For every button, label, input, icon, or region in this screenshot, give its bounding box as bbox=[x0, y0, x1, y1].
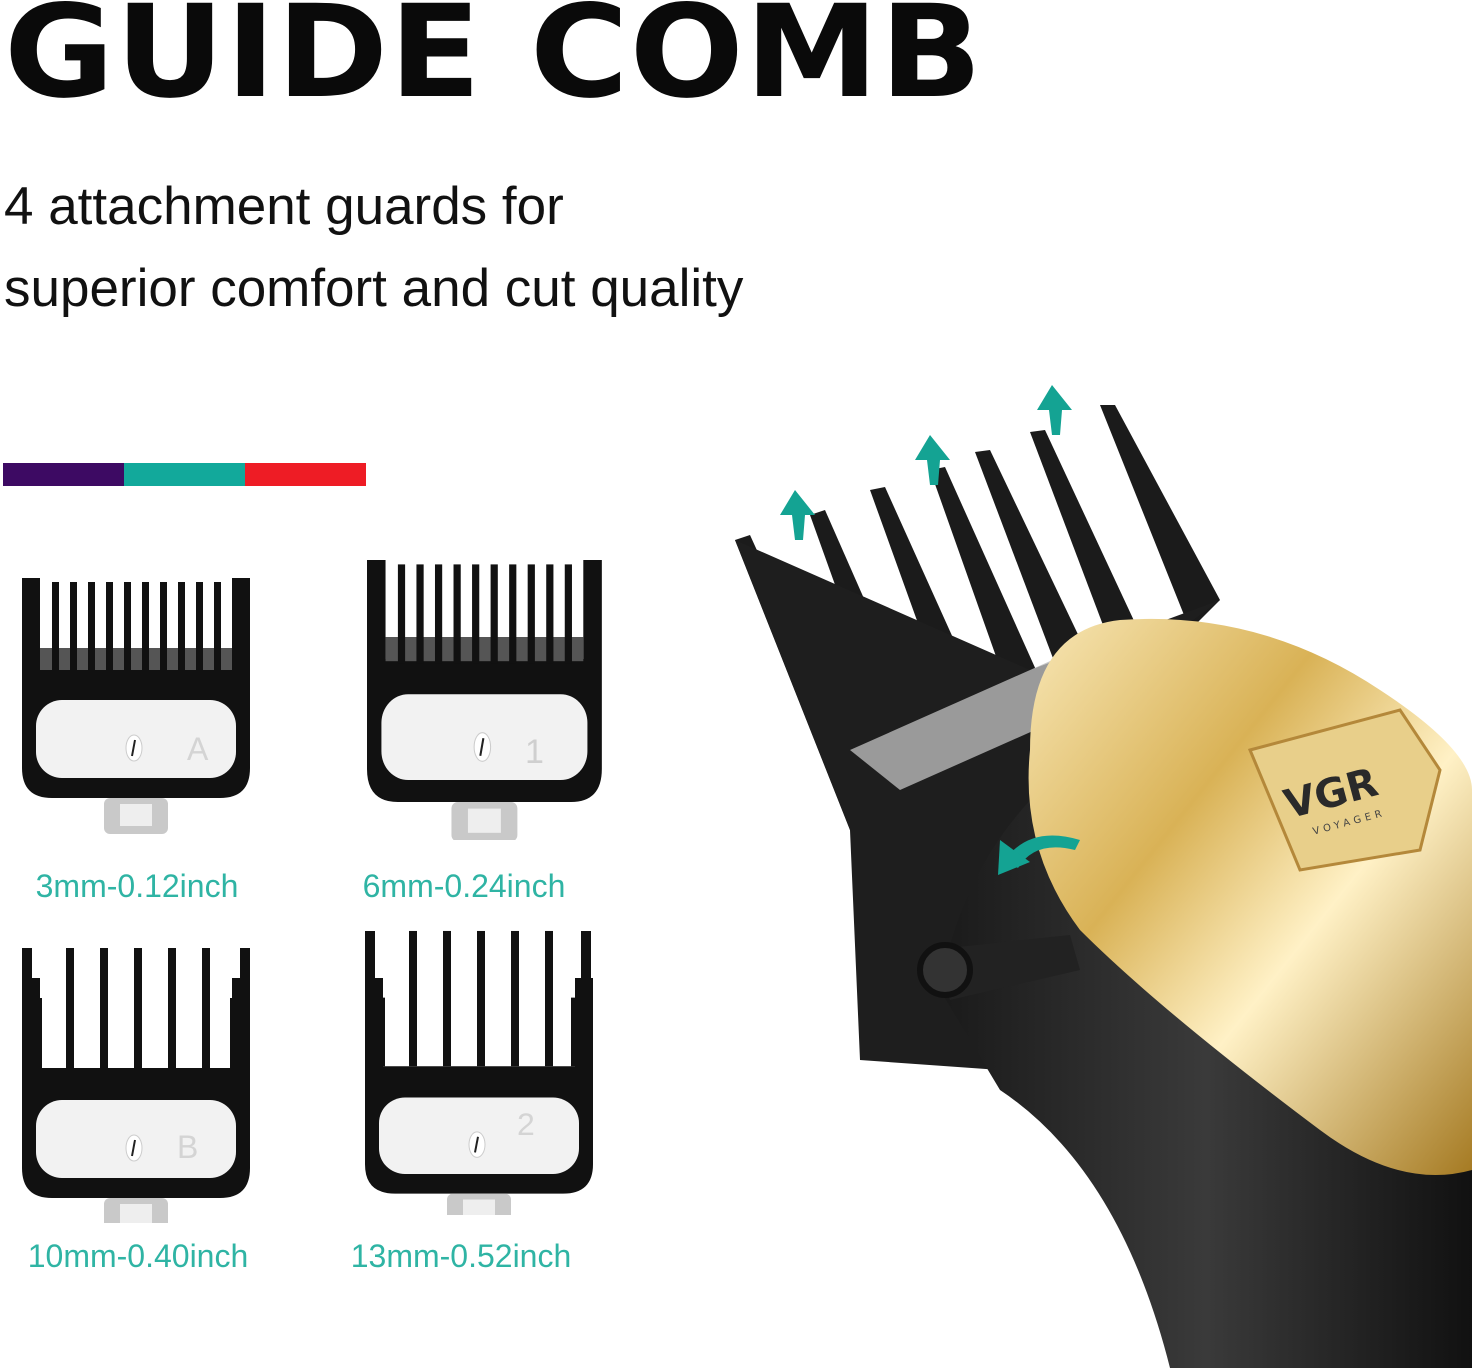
subtitle-line-2: superior comfort and cut quality bbox=[4, 259, 744, 318]
guard-b-label: 10mm-0.40inch bbox=[27, 1238, 249, 1274]
guard-b-image: B bbox=[22, 948, 251, 1223]
subtitle-line-1: 4 attachment guards for bbox=[4, 177, 564, 236]
color-bar-teal bbox=[124, 463, 245, 486]
guard-1-image: 1 bbox=[367, 560, 602, 840]
page-title: GUIDE COMB bbox=[4, 0, 984, 127]
guard-2-image: 2 bbox=[365, 930, 594, 1215]
guard-letter: A bbox=[187, 731, 209, 767]
guard-a-image: A bbox=[22, 578, 251, 835]
guard-2-label: 13mm-0.52inch bbox=[350, 1238, 572, 1274]
color-bar-purple bbox=[3, 463, 124, 486]
adjust-arrow-icons bbox=[780, 385, 1080, 875]
guard-letter: 1 bbox=[525, 733, 544, 771]
color-bar-red bbox=[245, 463, 366, 486]
clipper-product-image: VGR VOYAGER bbox=[735, 385, 1472, 1368]
guard-a-label: 3mm-0.12inch bbox=[35, 868, 239, 904]
guard-letter: B bbox=[177, 1129, 198, 1165]
guard-1-label: 6mm-0.24inch bbox=[362, 868, 566, 904]
guard-letter: 2 bbox=[517, 1106, 535, 1142]
